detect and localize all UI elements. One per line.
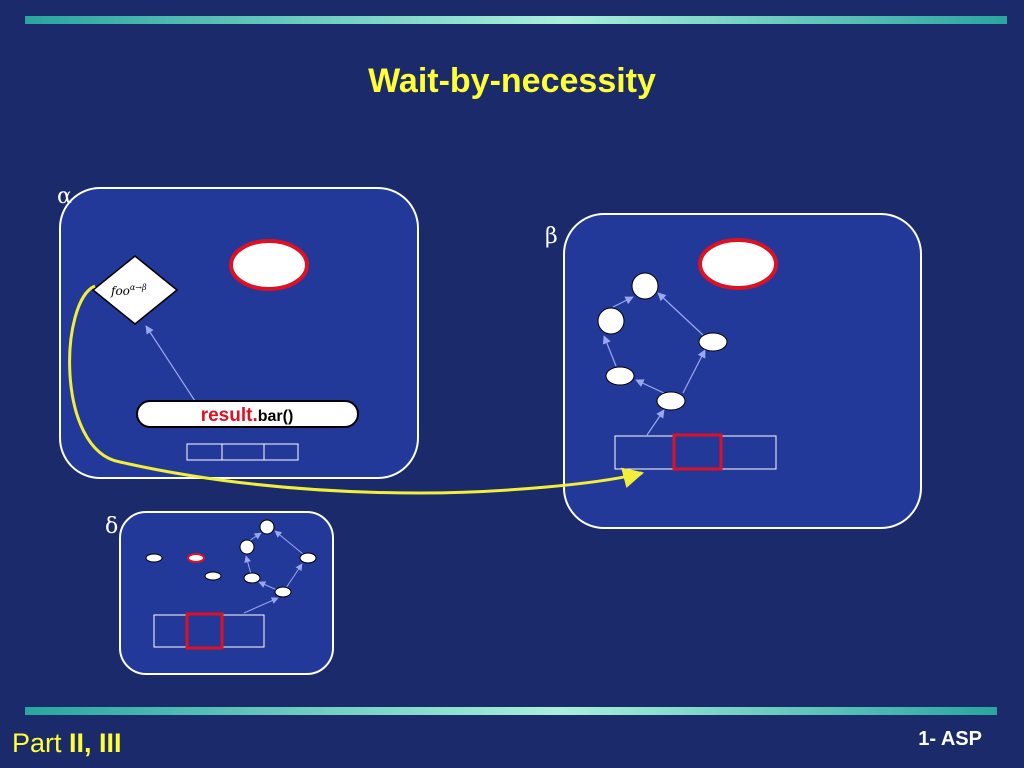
passive-object [243,572,261,584]
reference-arrow [243,597,279,614]
passive-object [631,272,659,300]
footer-part: Part II, III [12,728,122,759]
passive-object [204,571,222,581]
pending-request-highlight [185,612,224,650]
passive-objects-beta [597,272,728,436]
future-foo: fooα→β [91,255,179,325]
reference-arrow [657,292,704,336]
reference-arrow [258,581,278,591]
svg-text:fooα→β: fooα→β [110,283,147,298]
reference-arrow [602,335,617,367]
footer-part-prefix: Part [12,728,70,758]
passive-object [698,332,728,352]
activity-alpha: α fooα→β result.bar() [57,184,419,479]
future-name: foo [110,284,130,298]
future-superscript: α→β [130,283,147,292]
reference-arrow [612,296,634,308]
queue-cell [186,443,299,461]
top-decorative-bar [25,16,1007,24]
active-object-delta [187,553,205,563]
request-object: result. [201,405,258,426]
request-queue-delta [153,612,265,650]
request-result-bar: result.bar() [136,400,359,428]
passive-object [605,366,635,386]
activity-beta: β [545,213,922,529]
svg-text:result.bar(): result.bar() [201,405,294,426]
passive-objects-delta [204,519,317,614]
reference-arrow [646,409,665,436]
pending-request-highlight [672,433,723,471]
reference-arrow [145,325,196,402]
active-object-beta [698,238,778,290]
activity-alpha-box [59,187,419,479]
request-method: bar() [258,408,294,425]
passive-object [656,391,686,411]
bottom-decorative-bar [25,707,997,715]
passive-object [259,519,275,535]
active-object-alpha [229,239,309,291]
request-queue-alpha [186,443,299,461]
footer-section: 1- ASP [918,728,982,750]
passive-object [239,539,255,555]
reference-arrow [248,532,262,542]
footer-part-numbers: II, III [69,728,122,758]
activity-delta: δ [105,511,334,675]
passive-object [597,307,625,335]
activity-beta-label: β [545,224,558,249]
future-reference-arrow [68,284,645,495]
request-queue-beta [614,433,777,471]
reference-arrow [682,349,706,394]
passive-object [145,553,163,563]
future-diamond [91,255,179,325]
reference-arrow [285,563,303,589]
request-pill [136,400,359,428]
activity-alpha-label: α [57,184,72,209]
passive-object [274,586,292,598]
passive-object [299,552,317,564]
reference-arrow [244,555,252,575]
activity-delta-box [119,511,334,675]
reference-arrow [274,530,304,555]
reference-arrow [635,379,667,395]
activity-delta-label: δ [105,514,118,539]
slide-title: Wait-by-necessity [368,62,656,100]
